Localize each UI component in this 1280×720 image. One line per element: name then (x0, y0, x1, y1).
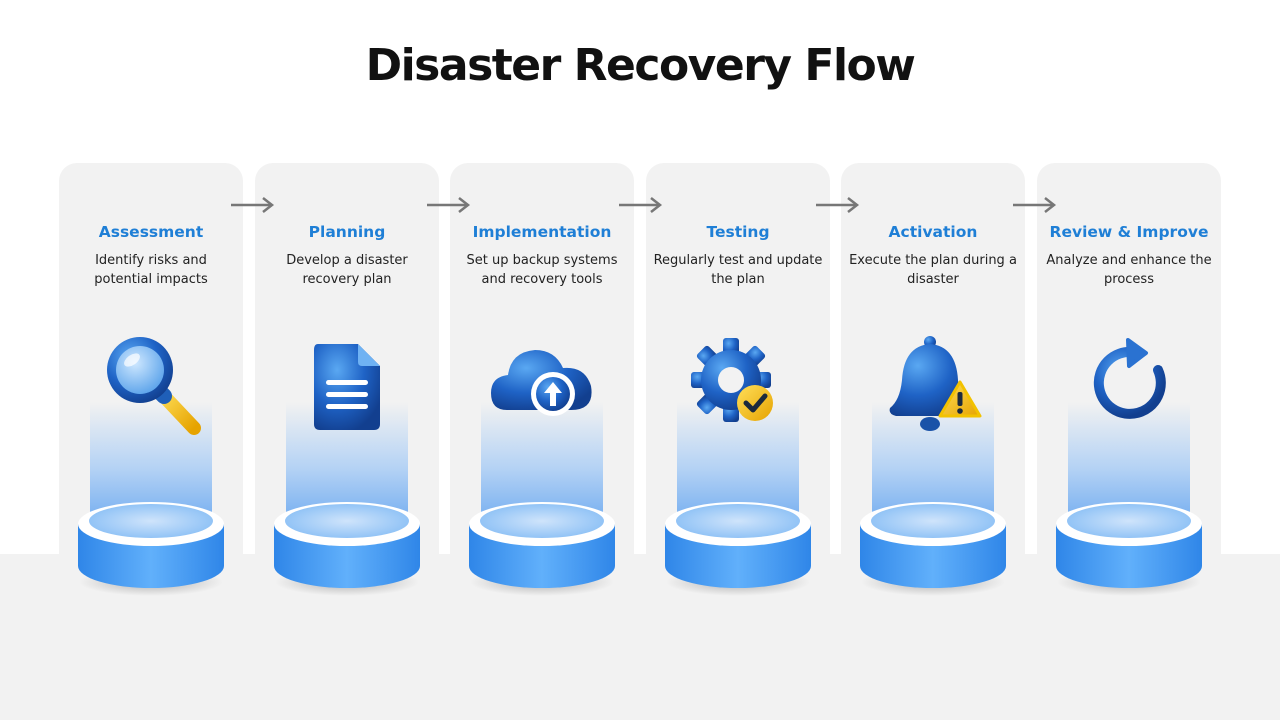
refresh-icon (1093, 338, 1166, 419)
step-title: Testing (706, 223, 770, 241)
pedestal (1056, 502, 1202, 596)
arrow-right-icon (1013, 197, 1057, 213)
arrow-right-icon (427, 197, 471, 213)
step-title: Planning (308, 223, 386, 241)
step-description: Execute the plan during a disaster (849, 253, 1017, 287)
cloud-upload-icon (491, 350, 592, 416)
step-description: Identify risks and potential impacts (94, 253, 208, 287)
step-title: Review & Improve (1049, 223, 1209, 241)
arrow-right-icon (816, 197, 860, 213)
bell-warning-icon (889, 336, 982, 431)
document-icon (314, 344, 380, 430)
step-title: Assessment (98, 223, 204, 241)
pedestal (665, 502, 811, 596)
pedestal (469, 502, 615, 596)
pedestal (78, 502, 224, 596)
step-description: Develop a disaster recovery plan (286, 253, 408, 287)
step-description: Set up backup systems and recovery tools (466, 253, 618, 287)
pedestal (860, 502, 1006, 596)
gear-check-icon (691, 338, 773, 422)
arrow-right-icon (231, 197, 275, 213)
step-description: Analyze and enhance the process (1046, 253, 1212, 287)
step-title: Implementation (472, 223, 612, 241)
arrow-right-icon (619, 197, 663, 213)
magnifier-icon (107, 337, 201, 435)
step-title: Activation (888, 223, 978, 241)
pedestal (274, 502, 420, 596)
page-title: Disaster Recovery Flow (365, 40, 916, 91)
step-description: Regularly test and update the plan (653, 253, 823, 287)
